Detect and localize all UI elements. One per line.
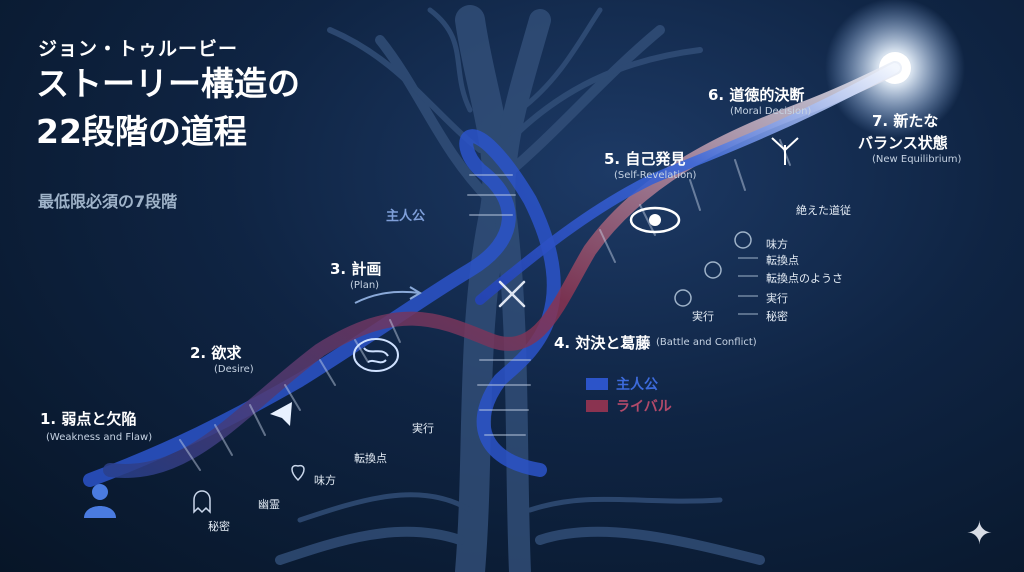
stage-5-label: 5. 自己発見 <box>604 150 686 168</box>
upper-turning-point-how-label: 転換点のようさ <box>766 272 843 285</box>
stage-7-label: 7. 新たな <box>872 112 939 130</box>
lower-execute-label: 実行 <box>412 422 434 435</box>
stage-6-en: (Moral Decision) <box>730 106 812 117</box>
page-title-line2: 22段階の道程 <box>36 112 247 151</box>
stage-7-label2: バランス状態 <box>858 134 948 152</box>
legend-rival-label: ライバル <box>616 399 672 415</box>
dna-helix <box>83 61 902 487</box>
legend-protagonist-label: 主人公 <box>616 377 658 393</box>
stage-3-en: (Plan) <box>350 280 380 291</box>
light-strand <box>475 63 900 305</box>
lower-ally-label: 味方 <box>314 474 336 487</box>
legend-rival-swatch <box>586 400 608 412</box>
stage-3-label: 3. 計画 <box>330 260 382 278</box>
upper-path-lines <box>738 257 758 315</box>
protagonist-label: 主人公 <box>386 209 426 224</box>
upper-secret-label: 秘密 <box>766 310 788 323</box>
upper-path-icons <box>674 231 752 307</box>
arrow-up-icon <box>240 402 292 470</box>
stage-2-label: 2. 欲求 <box>190 344 242 362</box>
upper-turning-point-label: 転換点 <box>766 254 799 267</box>
author-subtitle: ジョン・トゥルービー <box>38 38 239 60</box>
eye-icon <box>629 206 681 234</box>
legend-protagonist: 主人公 <box>586 374 658 394</box>
upper-execute-right-label: 実行 <box>766 292 788 305</box>
page-title-line1: ストーリー構造の <box>36 64 300 103</box>
stage-6-label: 6. 道徳的決断 <box>708 86 805 104</box>
brain-icon <box>353 338 399 372</box>
rival-strand <box>103 61 902 478</box>
crossed-swords-icon <box>498 280 526 308</box>
tree <box>275 5 765 572</box>
lower-turning-point-label: 転換点 <box>354 452 387 465</box>
lower-secret-label: 秘密 <box>208 520 230 533</box>
stage-2-en: (Desire) <box>214 364 254 375</box>
person-icon <box>84 484 116 518</box>
protagonist-strand <box>83 129 561 487</box>
branching-arrows-icon <box>771 137 799 165</box>
lower-ghost-label: 幽霊 <box>258 498 280 511</box>
upper-ally-label: 味方 <box>766 238 788 251</box>
upper-lapsed-label: 絶えた道従 <box>796 204 851 217</box>
stage-1-label: 1. 弱点と欠陥 <box>40 410 137 428</box>
plan-arrow-icon <box>354 286 422 304</box>
stage-7-en: (New Equilibrium) <box>872 154 962 165</box>
ghost-icon <box>193 490 211 514</box>
stage-1-en: (Weakness and Flaw) <box>46 432 153 443</box>
stage-5-en: (Self-Revelation) <box>614 170 697 181</box>
sparkle-icon: ✦ <box>966 514 993 552</box>
heart-icon <box>291 464 305 482</box>
legend-rival: ライバル <box>586 396 672 416</box>
stage-4-en: (Battle and Conflict) <box>656 337 757 348</box>
legend-protagonist-swatch <box>586 378 608 390</box>
upper-execute-left-label: 実行 <box>692 310 714 323</box>
stage-4-label: 4. 対決と葛藤 <box>554 334 651 352</box>
tagline: 最低限必須の7段階 <box>38 192 178 211</box>
